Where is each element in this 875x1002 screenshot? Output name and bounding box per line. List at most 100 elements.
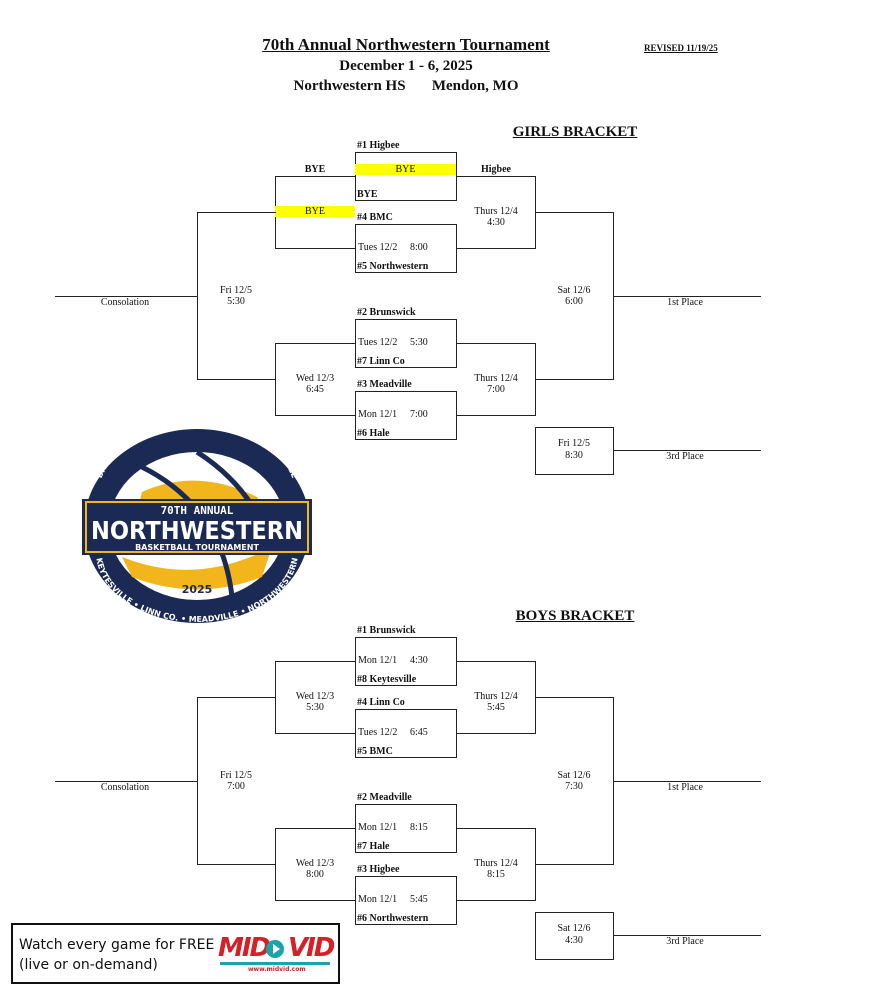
team-bottom: #7 Hale bbox=[357, 841, 390, 852]
game-day: Thurs 12/4 bbox=[474, 858, 518, 869]
game-day: Wed 12/3 bbox=[295, 858, 335, 869]
promo-text: Watch every game for FREE (live or on-de… bbox=[19, 935, 214, 975]
midvid-logo: MID VID www.midvid.com bbox=[218, 931, 335, 975]
round2-label: BYE bbox=[304, 164, 326, 175]
game-time: 4:30 bbox=[565, 935, 583, 946]
game-time: 8:00 bbox=[306, 869, 324, 880]
bracket-line bbox=[197, 864, 276, 865]
bye-highlight: BYE bbox=[355, 164, 456, 175]
logo-subtitle: BASKETBALL TOURNAMENT bbox=[135, 543, 259, 552]
game-time: 8:15 bbox=[410, 822, 428, 833]
game-time: 6:45 bbox=[306, 384, 324, 395]
bracket-line bbox=[456, 248, 536, 249]
game-time: 6:45 bbox=[410, 727, 428, 738]
team-top: #1 Brunswick bbox=[357, 625, 416, 636]
team-top: #4 BMC bbox=[357, 212, 393, 223]
tournament-title: 70th Annual Northwestern Tournament bbox=[0, 35, 812, 55]
team-bottom: #5 Northwestern bbox=[357, 261, 429, 272]
team-bottom: #6 Hale bbox=[357, 428, 390, 439]
venue: Northwestern HS bbox=[293, 78, 406, 94]
team-top: #4 Linn Co bbox=[357, 697, 405, 708]
bracket-line bbox=[275, 733, 356, 734]
bracket-line bbox=[275, 828, 356, 829]
third-place-label: 3rd Place bbox=[666, 936, 704, 947]
team-bottom: #7 Linn Co bbox=[357, 356, 405, 367]
tournament-logo: 70TH ANNUAL NORTHWESTERN BASKETBALL TOUR… bbox=[82, 427, 312, 624]
team-top: #3 Higbee bbox=[357, 864, 400, 875]
city: Mendon, MO bbox=[431, 78, 519, 94]
first-place-label: 1st Place bbox=[667, 782, 703, 793]
game-time: 6:00 bbox=[565, 296, 583, 307]
team-top: #2 Meadville bbox=[357, 792, 412, 803]
bracket-line bbox=[535, 864, 614, 865]
bracket-line bbox=[456, 828, 536, 829]
logo-year: 2025 bbox=[182, 583, 213, 596]
game-time: 4:30 bbox=[487, 217, 505, 228]
game-day: Mon 12/1 bbox=[358, 409, 398, 420]
consolation-label: Consolation bbox=[100, 782, 150, 793]
tournament-location: Northwestern HS Mendon, MO bbox=[0, 78, 812, 95]
game-day: Mon 12/1 bbox=[358, 894, 398, 905]
game-time: 7:00 bbox=[227, 781, 245, 792]
team-bottom: BYE bbox=[357, 189, 378, 200]
final-line bbox=[613, 296, 761, 297]
title-text: 70th Annual Northwestern Tournament bbox=[262, 35, 550, 54]
game-day: Thurs 12/4 bbox=[474, 373, 518, 384]
bracket-line bbox=[535, 379, 614, 380]
game-day: Wed 12/3 bbox=[295, 373, 335, 384]
logo-name: NORTHWESTERN bbox=[91, 516, 303, 545]
game-time: 5:30 bbox=[410, 337, 428, 348]
bracket-line bbox=[275, 176, 356, 177]
team-top: #3 Meadville bbox=[357, 379, 412, 390]
bracket-line bbox=[275, 900, 356, 901]
game-day: Mon 12/1 bbox=[358, 655, 398, 666]
bracket-title: GIRLS BRACKET bbox=[512, 124, 638, 140]
third-place-box bbox=[535, 427, 614, 475]
bracket-line bbox=[456, 733, 536, 734]
game-day: Wed 12/3 bbox=[295, 691, 335, 702]
team-bottom: #6 Northwestern bbox=[357, 913, 429, 924]
game-day: Sat 12/6 bbox=[557, 923, 591, 934]
team-bottom: #5 BMC bbox=[357, 746, 393, 757]
bracket-line bbox=[456, 900, 536, 901]
final-line bbox=[613, 781, 761, 782]
game-day: Tues 12/2 bbox=[358, 337, 398, 348]
bracket-line bbox=[197, 697, 276, 698]
bye-highlight: BYE bbox=[275, 206, 355, 217]
revised-date: REVISED 11/19/25 bbox=[644, 43, 718, 53]
bracket-title: BOYS BRACKET bbox=[515, 608, 635, 624]
midvid-logo-mid: MID bbox=[218, 933, 271, 963]
bracket-line bbox=[456, 661, 536, 662]
game-time: 7:00 bbox=[410, 409, 428, 420]
bracket-line bbox=[535, 697, 614, 698]
third-place-line bbox=[613, 450, 761, 451]
game-time: 5:30 bbox=[306, 702, 324, 713]
game-day: Tues 12/2 bbox=[358, 727, 398, 738]
game-day: Fri 12/5 bbox=[558, 438, 590, 449]
promo-line-1: Watch every game for FREE bbox=[19, 937, 215, 953]
midvid-url: www.midvid.com bbox=[248, 966, 306, 973]
logo-annual: 70TH ANNUAL bbox=[161, 504, 234, 517]
game-day: Mon 12/1 bbox=[358, 822, 398, 833]
game-time: 8:30 bbox=[565, 450, 583, 461]
game-day: Sat 12/6 bbox=[557, 770, 591, 781]
game-day: Thurs 12/4 bbox=[474, 206, 518, 217]
logo-underline bbox=[220, 962, 330, 965]
midvid-promo[interactable]: Watch every game for FREE (live or on-de… bbox=[11, 923, 340, 984]
bracket-line bbox=[275, 248, 356, 249]
game-time: 4:30 bbox=[410, 655, 428, 666]
game-day: Fri 12/5 bbox=[220, 285, 252, 296]
team-top: #2 Brunswick bbox=[357, 307, 416, 318]
game-time: 8:00 bbox=[410, 242, 428, 253]
tournament-dates: December 1 - 6, 2025 bbox=[339, 58, 473, 74]
game-day: Tues 12/2 bbox=[358, 242, 398, 253]
bracket-line bbox=[275, 343, 356, 344]
bracket-line bbox=[456, 343, 536, 344]
bracket-line bbox=[535, 212, 614, 213]
game-time: 5:30 bbox=[227, 296, 245, 307]
round2-label: Higbee bbox=[481, 164, 511, 175]
game-time: 5:45 bbox=[410, 894, 428, 905]
midvid-logo-vid: VID bbox=[288, 933, 335, 963]
bracket-line bbox=[197, 212, 276, 213]
team-top: #1 Higbee bbox=[357, 140, 400, 151]
